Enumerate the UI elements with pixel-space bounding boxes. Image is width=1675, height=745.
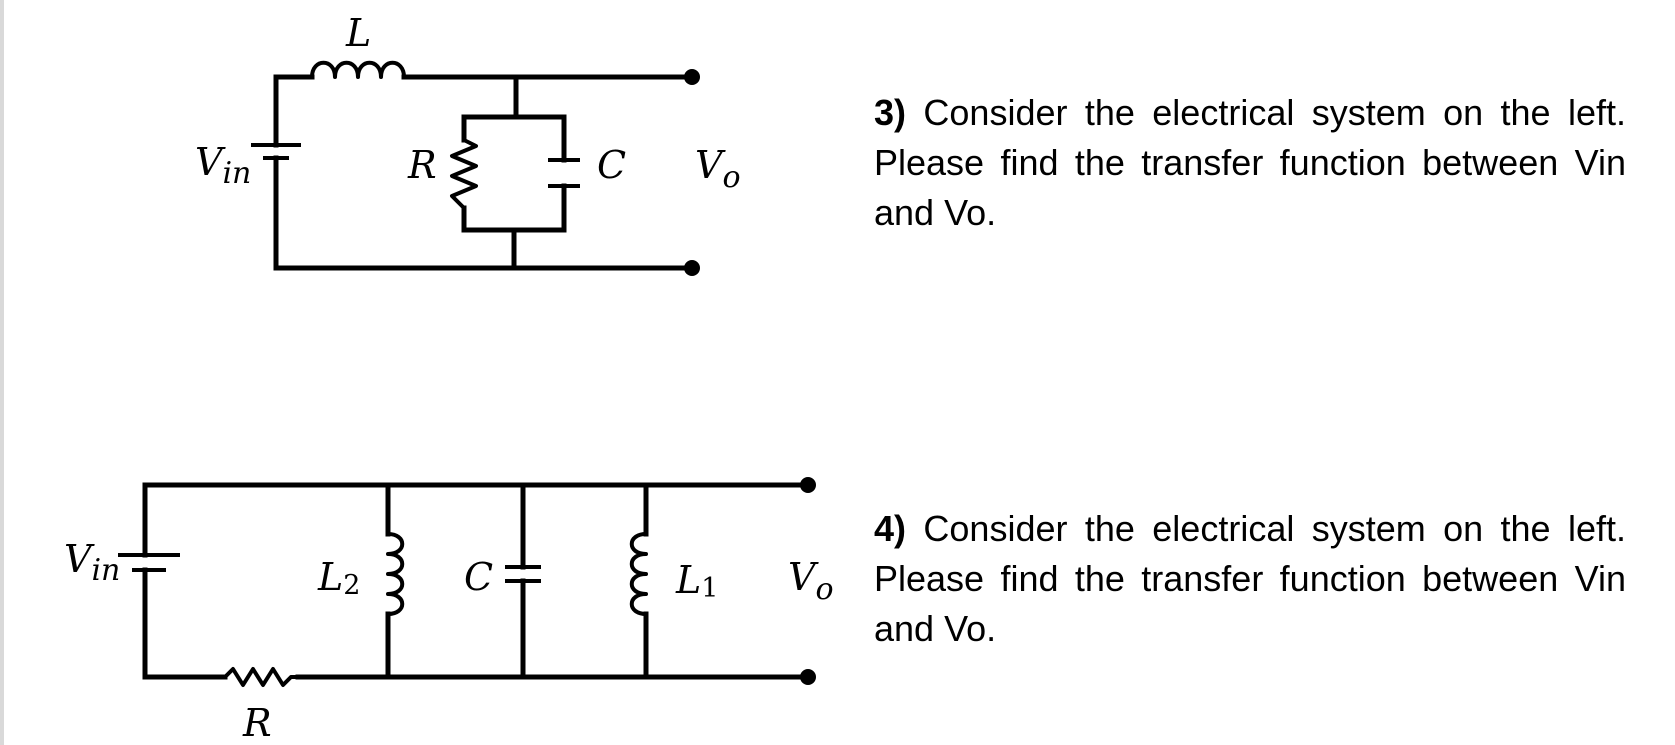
problem-3-text: Consider the electrical system on the le…: [874, 92, 1626, 233]
page-left-edge: [0, 0, 4, 745]
circuit-2-capacitor-label: C: [464, 555, 493, 599]
circuit-1-inductor-L-icon: [310, 60, 406, 79]
circuit-2-output-label: Vo: [788, 555, 834, 607]
circuit-2-output-terminal-bottom: [800, 669, 816, 685]
circuit-1-inductor-label: L: [345, 11, 371, 55]
circuit-2-wire: [142, 482, 809, 558]
circuit-1-capacitor-C-icon: [548, 158, 580, 188]
circuit-1-output-label: Vo: [695, 143, 741, 195]
circuit-diagrams: Vin L R C Vo: [64, 11, 834, 745]
circuit-1-output-terminal-top: [684, 69, 700, 85]
circuit-2-source-label: Vin: [64, 537, 120, 588]
problem-4-statement: 4) Consider the electrical system on the…: [874, 504, 1626, 654]
problem-3-statement: 3) Consider the electrical system on the…: [874, 88, 1626, 238]
circuit-2-source-battery-icon: [118, 553, 180, 572]
circuit-2-output-terminal-top: [800, 477, 816, 493]
circuit-2-resistor-R-icon: [223, 667, 298, 687]
circuit-1-output-terminal-bottom: [684, 260, 700, 276]
circuit-2-capacitor-C-icon: [505, 565, 541, 583]
circuit-2-resistor-label: R: [242, 701, 272, 745]
circuit-1-wire: [461, 74, 567, 271]
circuit-1-wire: [273, 155, 693, 271]
circuit-2-inductor-L1-icon: [629, 532, 648, 616]
problem-3-number: 3): [874, 92, 907, 133]
circuit-2-inductor1-label: L1: [675, 558, 718, 604]
circuit-1-resistor-R-icon: [450, 138, 478, 210]
circuit-2: Vin R L2 C L1 Vo: [64, 477, 834, 745]
problem-4-text: Consider the electrical system on the le…: [874, 508, 1626, 649]
problem-4-number: 4): [874, 508, 907, 549]
circuit-2-inductor2-label: L2: [317, 555, 360, 601]
circuit-1-wire: [273, 74, 315, 148]
circuit-1-resistor-label: R: [407, 143, 437, 187]
circuit-1: Vin L R C Vo: [195, 11, 741, 276]
circuit-1-source-label: Vin: [195, 140, 251, 191]
circuit-1-source-battery-icon: [251, 143, 301, 160]
circuit-2-inductor-L2-icon: [386, 532, 405, 616]
circuit-1-capacitor-label: C: [597, 143, 626, 187]
circuit-2-wire: [142, 567, 228, 680]
